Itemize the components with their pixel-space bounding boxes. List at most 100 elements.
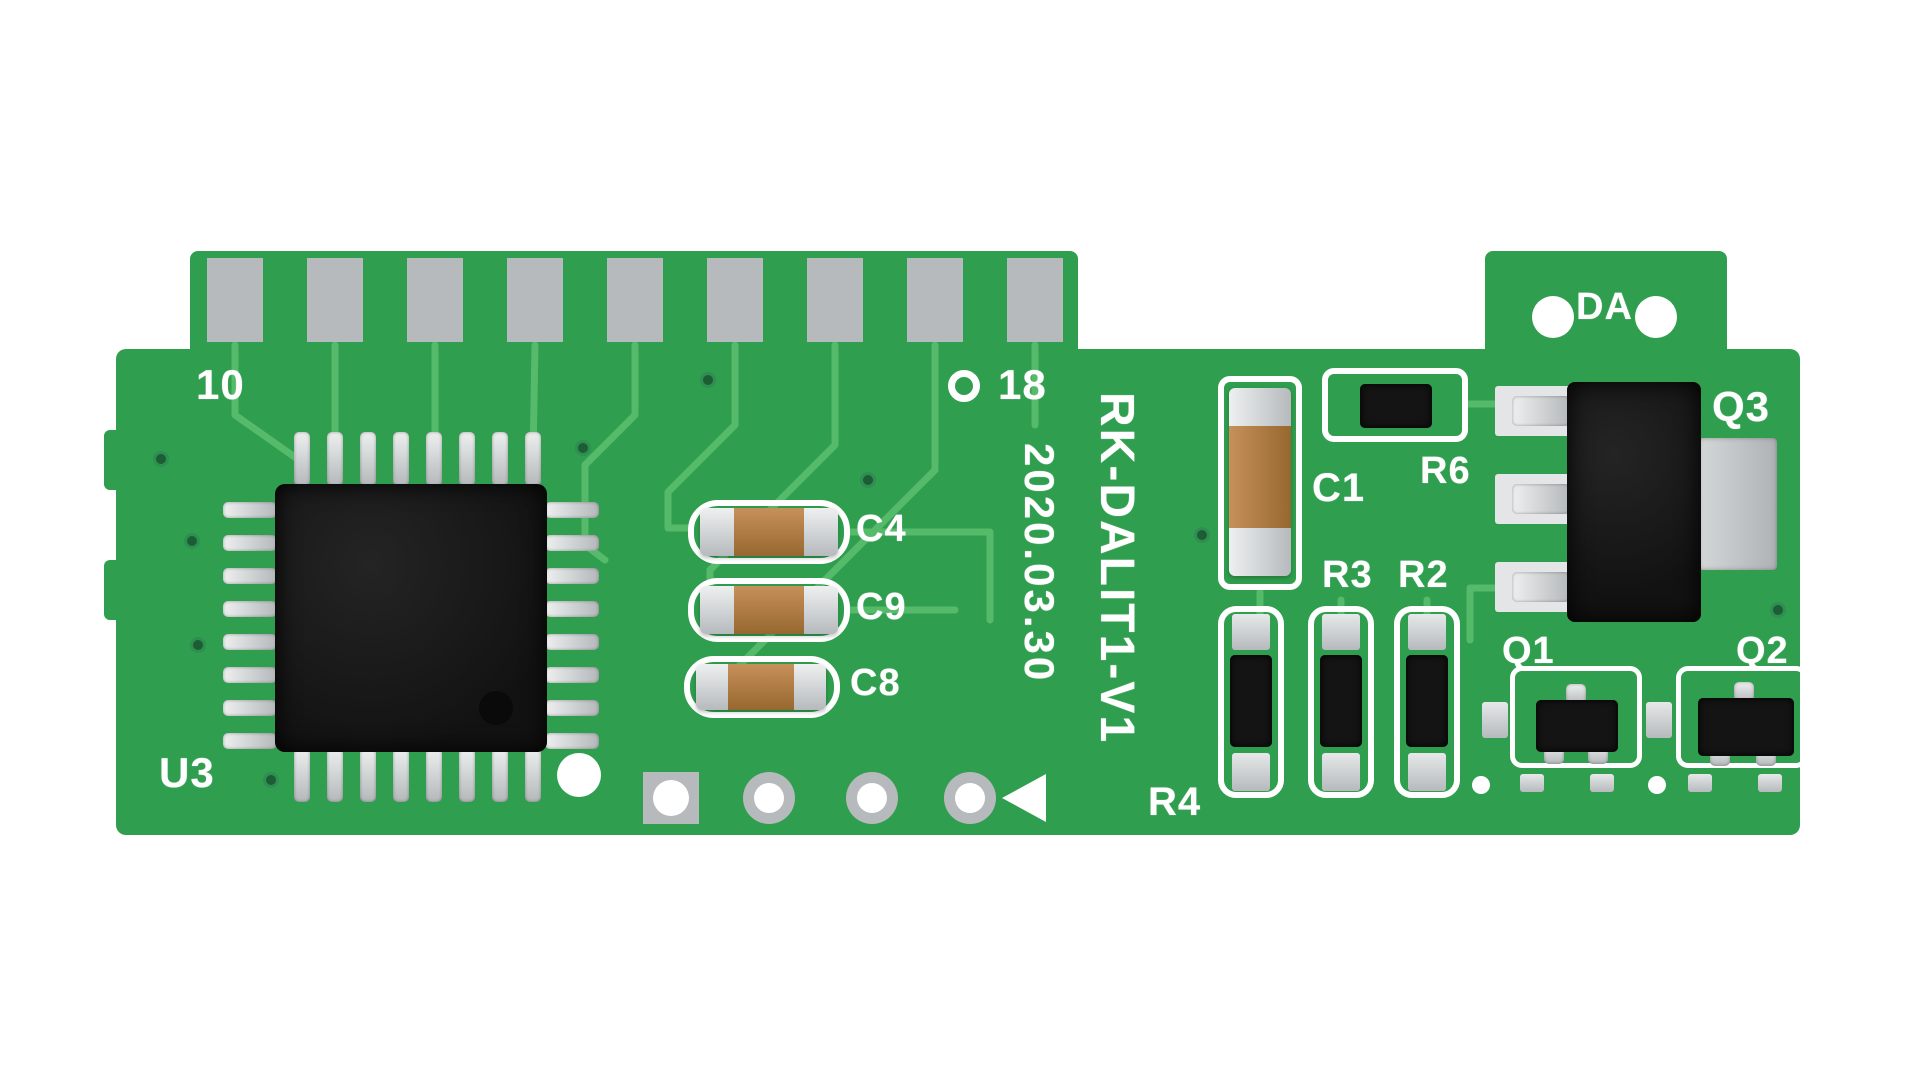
- resistor-pad: [1408, 614, 1446, 650]
- u3-pin: [223, 601, 277, 617]
- u3-pin: [426, 432, 442, 486]
- via: [1194, 527, 1210, 543]
- u3-pin: [459, 432, 475, 486]
- u3-pin: [545, 733, 599, 749]
- label-q2: Q2: [1736, 630, 1789, 672]
- label-q1: Q1: [1502, 630, 1555, 672]
- label-q3: Q3: [1712, 383, 1771, 430]
- u3-pin: [327, 432, 343, 486]
- solder-pad: [1520, 774, 1544, 792]
- via: [700, 372, 716, 388]
- u3-pin: [492, 432, 508, 486]
- via: [263, 772, 279, 788]
- label-pin10: 10: [196, 361, 245, 408]
- resistor-pad: [1322, 614, 1360, 650]
- u3-pin: [545, 568, 599, 584]
- u3-pin: [223, 502, 277, 518]
- u3-pin: [360, 748, 376, 802]
- r6-resistor: [1360, 384, 1432, 428]
- pcb-top-right-tab: [1485, 251, 1727, 371]
- u3-pin: [223, 667, 277, 683]
- label-c4: C4: [856, 508, 907, 550]
- resistor-silkscreen-outline: [1394, 606, 1460, 798]
- u3-pin: [545, 601, 599, 617]
- via: [575, 440, 591, 456]
- u3-pin: [223, 535, 277, 551]
- q3-heatsink-tab: [1699, 438, 1777, 570]
- via: [184, 533, 200, 549]
- test-hole: [653, 780, 689, 816]
- label-board-date: 2020.03.30: [1016, 443, 1063, 684]
- silkscreen-ring: [948, 370, 980, 402]
- fiducial-dot: [557, 753, 601, 797]
- connector-pad: [207, 258, 263, 342]
- via: [190, 637, 206, 653]
- label-c1: C1: [1312, 466, 1366, 510]
- connector-pad: [807, 258, 863, 342]
- c4-silkscreen-outline: [688, 500, 850, 564]
- u3-pin: [223, 634, 277, 650]
- resistor-body: [1406, 655, 1448, 747]
- connector-pad: [707, 258, 763, 342]
- pcb-left-bump: [104, 430, 118, 490]
- da-pad-hole: [1635, 296, 1677, 338]
- label-u3: U3: [159, 749, 215, 796]
- resistor-pad: [1408, 753, 1446, 791]
- u3-pin: [393, 432, 409, 486]
- u3-pin: [223, 568, 277, 584]
- u3-pin: [459, 748, 475, 802]
- c1-capacitor: [1229, 388, 1291, 576]
- test-hole: [857, 783, 887, 813]
- solder-pad: [1646, 702, 1672, 738]
- u3-pin: [545, 700, 599, 716]
- q2-lead: [1734, 682, 1754, 702]
- label-board-model: RK-DALIT1-V1: [1090, 392, 1143, 745]
- resistor-pad: [1232, 614, 1270, 650]
- c8-capacitor: [696, 664, 826, 710]
- q1-transistor-body: [1536, 700, 1618, 752]
- c9-capacitor: [700, 586, 838, 634]
- u3-pin: [525, 432, 541, 486]
- solder-pad: [1688, 774, 1712, 792]
- label-r4: R4: [1148, 780, 1202, 824]
- connector-pad: [907, 258, 963, 342]
- u3-pin: [525, 748, 541, 802]
- u3-pin: [545, 667, 599, 683]
- da-pad-hole: [1532, 296, 1574, 338]
- connector-pad: [307, 258, 363, 342]
- label-r3: R3: [1322, 554, 1373, 596]
- solder-pad: [1482, 702, 1508, 738]
- connector-pad: [1007, 258, 1063, 342]
- u3-pin: [426, 748, 442, 802]
- solder-pad: [1590, 774, 1614, 792]
- q3-lead: [1512, 484, 1570, 514]
- label-c9: C9: [856, 586, 907, 628]
- connector-pad: [607, 258, 663, 342]
- u3-pin: [223, 700, 277, 716]
- connector-pad: [407, 258, 463, 342]
- u3-pin1-marker: [479, 691, 513, 725]
- test-hole: [955, 783, 985, 813]
- pcb-left-bump: [104, 560, 118, 620]
- solder-dot: [1472, 776, 1490, 794]
- q3-lead: [1512, 396, 1570, 426]
- q1-silkscreen-outline: [1510, 666, 1642, 768]
- u3-pin: [393, 748, 409, 802]
- q3-transistor-body: [1567, 382, 1701, 622]
- resistor-body: [1320, 655, 1362, 747]
- q1-lead: [1566, 684, 1586, 704]
- r6-silkscreen-outline: [1322, 368, 1468, 442]
- c1-silkscreen-outline: [1218, 376, 1302, 590]
- connector-pad: [507, 258, 563, 342]
- u3-pin: [545, 502, 599, 518]
- q2-transistor-body: [1698, 698, 1794, 756]
- c9-silkscreen-outline: [688, 578, 850, 642]
- resistor-pad: [1232, 753, 1270, 791]
- label-da: DA: [1576, 286, 1633, 328]
- solder-pad: [1758, 774, 1782, 792]
- label-pin18: 18: [998, 361, 1047, 408]
- q2-silkscreen-outline: [1676, 666, 1808, 768]
- label-r6: R6: [1420, 450, 1471, 492]
- c4-capacitor: [700, 508, 838, 556]
